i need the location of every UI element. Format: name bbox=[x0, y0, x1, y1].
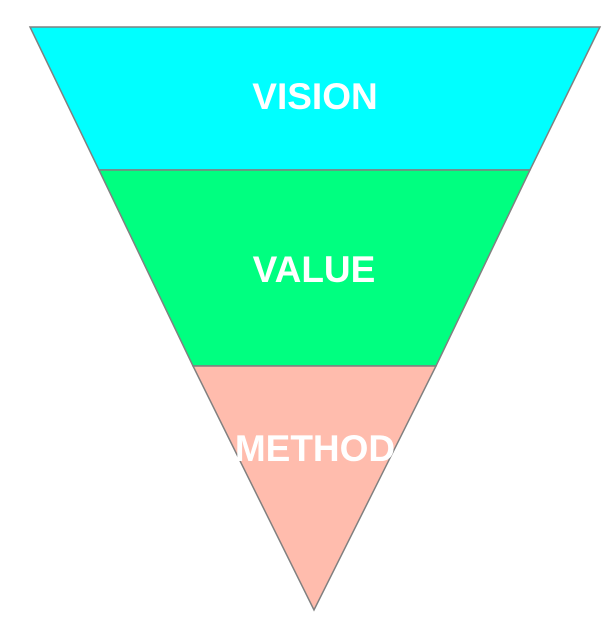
band-method bbox=[191, 365, 438, 612]
band-label-value: VALUE bbox=[253, 249, 376, 290]
band-label-method: METHOD bbox=[235, 428, 395, 469]
band-label-vision: VISION bbox=[252, 76, 377, 117]
